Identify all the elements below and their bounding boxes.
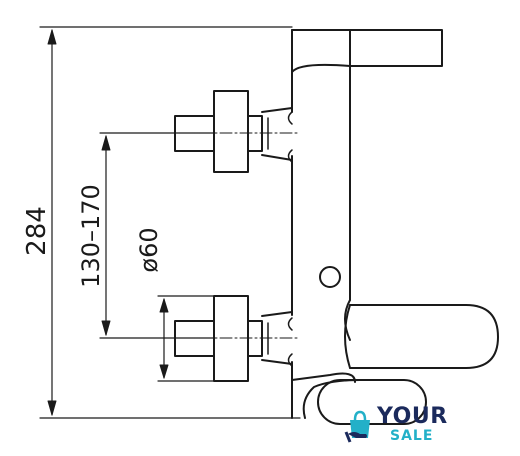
shopping-bag-hand-icon (344, 410, 370, 443)
spout (344, 304, 499, 369)
mixer-body (287, 29, 351, 419)
yoursale-logo: YOUR SALE (344, 404, 454, 450)
diameter-dimension (157, 295, 216, 382)
logo-line1: YOUR (377, 404, 448, 429)
overall-height-label: 284 (22, 206, 52, 256)
spacing-label: 130–170 (77, 184, 105, 288)
diverter-knob (291, 372, 427, 425)
logo-line2: SALE (390, 428, 434, 444)
upper-connector (174, 90, 301, 173)
diameter-label: ø60 (135, 227, 163, 272)
lever-handle (349, 29, 443, 67)
lower-connector (174, 295, 301, 382)
overall-height-dimension (39, 26, 301, 419)
